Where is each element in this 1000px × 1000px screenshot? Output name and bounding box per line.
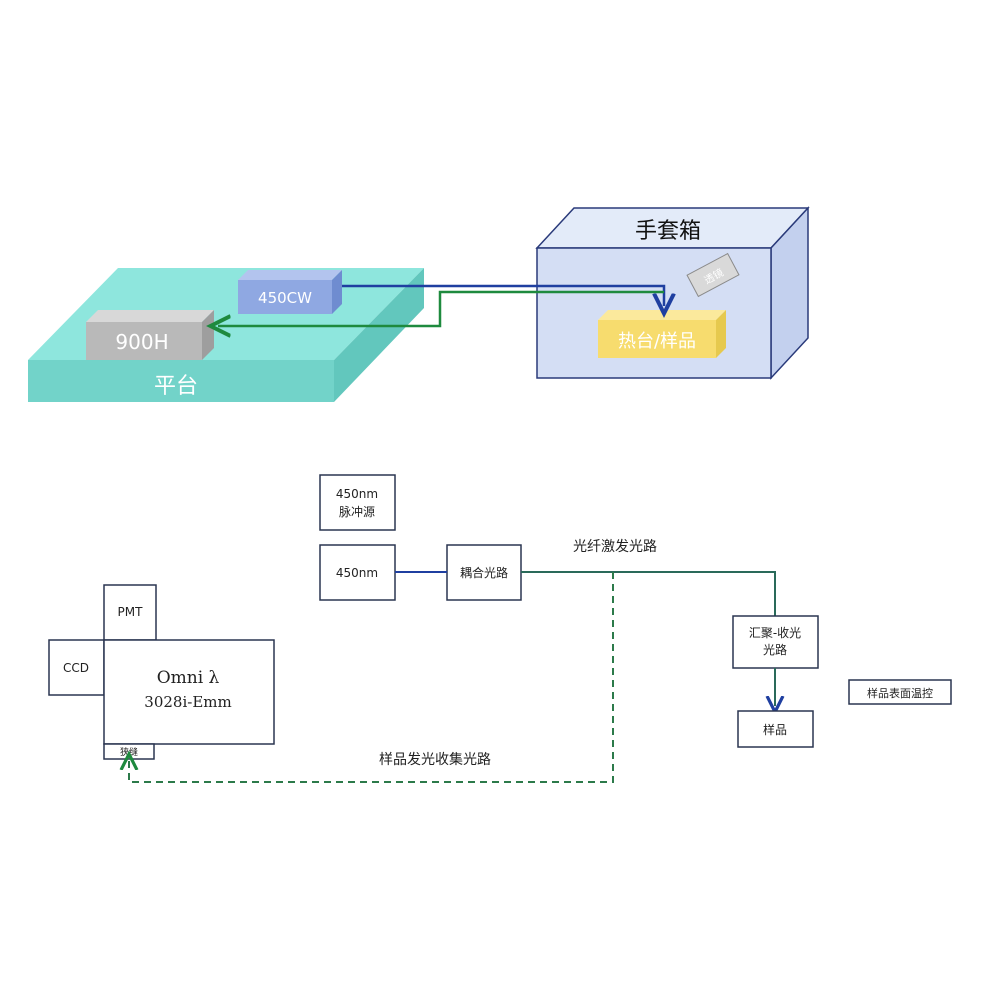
laser-box: 450nm [319,544,396,601]
collection-beam [218,290,664,326]
omni-spectrometer-box: Omni λ 3028i-Emm [103,639,275,745]
focus-line2: 光路 [763,642,787,657]
pulse-source-box: 450nm 脉冲源 [319,474,396,531]
ccd-box: CCD [48,639,105,696]
glovebox-label: 手套箱 [635,219,701,244]
sample-box: 样品 [737,710,814,748]
hotstage-block: 热台/样品 [598,310,726,358]
collection-path-label: 样品发光收集光路 [379,751,491,768]
coupler-label: 耦合光路 [460,565,508,580]
ccd-label: CCD [63,661,89,675]
temp-control-label: 样品表面温控 [867,686,933,700]
fiber-line [521,571,776,616]
omni-line1: Omni λ [157,668,220,688]
focus-collect-box: 汇聚-收光 光路 [732,615,819,669]
laser-box-label: 450nm [336,566,378,580]
pulse-source-line2: 脉冲源 [339,504,375,519]
pmt-box: PMT [103,584,157,641]
omni-line2: 3028i-Emm [144,693,231,711]
hotstage-label: 热台/样品 [618,331,696,352]
temp-control-box: 样品表面温控 [848,679,952,705]
pulse-source-line1: 450nm [336,487,378,501]
coupler-box: 耦合光路 [446,544,522,601]
pmt-label: PMT [118,605,144,619]
fiber-path-label: 光纤激发光路 [573,538,657,555]
lens-block: 透镜 [686,252,740,298]
sample-label: 样品 [763,722,787,737]
spectrometer-block: 900H [86,310,214,360]
laser-block: 450CW [238,270,342,314]
slit-box: 狭缝 [103,743,155,760]
focus-line1: 汇聚-收光 [749,626,801,640]
excitation-beam [342,284,664,306]
laser-label: 450CW [258,289,312,307]
spectrometer-label: 900H [115,330,168,354]
platform-label: 平台 [154,374,198,399]
slit-label: 狭缝 [120,746,138,758]
